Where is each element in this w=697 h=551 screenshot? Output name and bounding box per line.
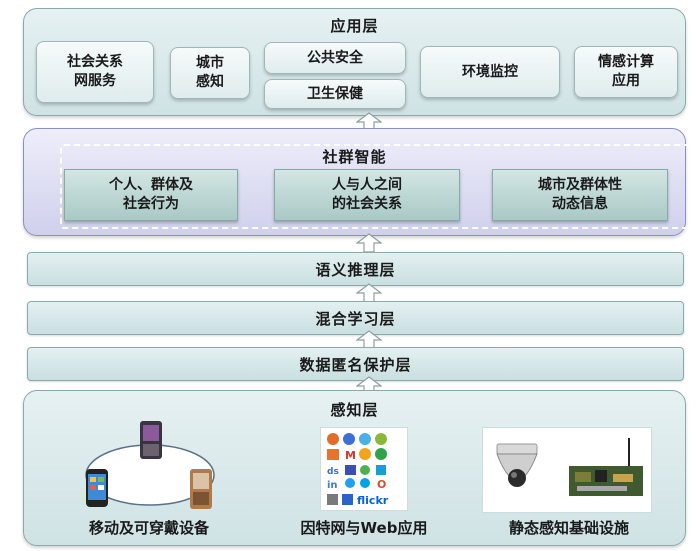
web-app-icons: M ds in O flickr [327,433,389,507]
sensing-group-infrastructure: 静态感知基础设施 [508,519,629,537]
social-intelligence-title: 社群智能 [322,148,387,166]
up-arrow-icon [356,233,382,253]
social-item-urban-dynamics: 城市及群体性 动态信息 [492,169,668,221]
sensing-layer: 感知层 移动及可穿戴设备 M ds [23,390,686,546]
mobile-devices-icon [85,421,215,509]
flickr-logo-icon: flickr [357,494,389,507]
app-item-affective-computing: 情感计算 应用 [574,46,678,98]
svg-text:O: O [377,478,386,491]
data-anonymization-layer: 数据匿名保护层 [27,347,684,381]
app-item-social-network: 社会关系 网服务 [36,41,154,103]
app-item-environment-monitoring: 环境监控 [420,46,560,98]
web-apps-panel: M ds in O flickr [320,427,408,511]
app-item-health-care: 卫生保健 [264,79,406,109]
svg-text:M: M [345,449,356,462]
application-layer-title: 应用层 [330,17,379,35]
dashed-frame [60,144,692,229]
hybrid-learning-layer: 混合学习层 [27,301,684,335]
sensing-group-web: 因特网与Web应用 [300,519,428,537]
sensing-group-mobile: 移动及可穿戴设备 [88,519,209,537]
social-item-relations: 人与人之间 的社会关系 [274,169,460,221]
application-layer: 应用层 社会关系 网服务 城市 感知 公共安全 卫生保健 环境监控 情感计算 应… [23,8,686,116]
social-item-behavior: 个人、群体及 社会行为 [64,169,238,221]
infrastructure-panel [482,427,652,513]
svg-text:ds: ds [327,467,339,477]
social-intelligence-layer: 社群智能 个人、群体及 社会行为 人与人之间 的社会关系 城市及群体性 动态信息 [23,128,692,236]
sensing-layer-title: 感知层 [330,401,379,419]
app-item-public-safety: 公共安全 [264,42,406,74]
svg-text:in: in [327,480,338,491]
camera-and-sensor-board-icon [496,438,643,496]
app-item-urban-sensing: 城市 感知 [170,47,250,99]
up-arrow-icon [356,283,382,303]
semantic-reasoning-layer: 语义推理层 [27,252,684,286]
